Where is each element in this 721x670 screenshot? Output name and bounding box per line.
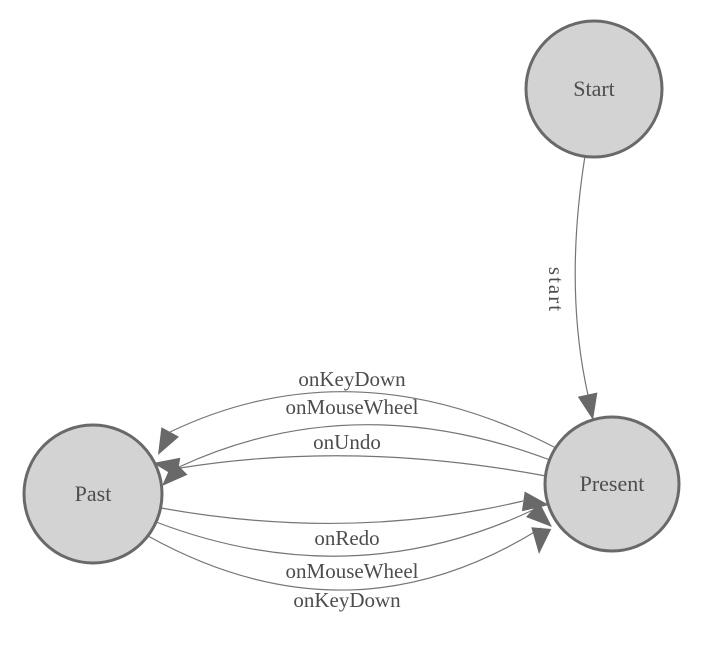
edge-onundo: onUndo — [162, 430, 547, 486]
state-circle-past — [22, 423, 164, 565]
edge-label-onmousewheel-bottom: onMouseWheel — [286, 559, 419, 583]
edge-label-onkeydown-top: onKeyDown — [298, 367, 406, 391]
arrowhead-icon — [577, 392, 598, 420]
edge-onundo-line — [179, 455, 547, 477]
edge-onkeydown-bottom: onKeyDown — [147, 527, 552, 612]
edge-label-onundo: onUndo — [313, 430, 381, 454]
edge-onmousewheel-top: onMouseWheel — [153, 395, 551, 478]
edge-onredo: onRedo — [160, 491, 549, 550]
edge-label-start: start — [544, 267, 568, 313]
arrowhead-icon — [158, 427, 179, 455]
arrowhead-icon — [526, 502, 552, 527]
arrowhead-icon — [531, 527, 552, 554]
edge-label-onkeydown-bottom: onKeyDown — [293, 588, 401, 612]
state-circle-present — [543, 415, 681, 553]
edge-onkeydown-bottom-line — [147, 527, 542, 591]
edge-start-line — [574, 155, 589, 396]
state-label-past: Past — [75, 481, 112, 506]
edge-onkeydown-top: onKeyDown — [158, 367, 557, 455]
arrowhead-icon — [162, 460, 188, 486]
state-node-present[interactable]: Present — [543, 415, 681, 553]
arrowhead-icon — [521, 491, 549, 512]
edge-onmousewheel-top-line — [178, 424, 551, 468]
state-label-present: Present — [580, 471, 645, 496]
edge-onkeydown-top-line — [169, 391, 557, 449]
edge-onmousewheel-bottom: onMouseWheel — [155, 502, 552, 583]
edge-label-onmousewheel-top: onMouseWheel — [286, 395, 419, 419]
edge-start: start — [544, 155, 598, 420]
edge-onmousewheel-bottom-line — [155, 509, 534, 557]
state-label-start: Start — [573, 76, 615, 101]
state-node-start[interactable]: Start — [524, 19, 664, 159]
state-circle-start — [524, 19, 664, 159]
state-node-past[interactable]: Past — [22, 423, 164, 565]
edge-onredo-line — [160, 500, 524, 525]
edge-label-onredo: onRedo — [314, 526, 379, 550]
